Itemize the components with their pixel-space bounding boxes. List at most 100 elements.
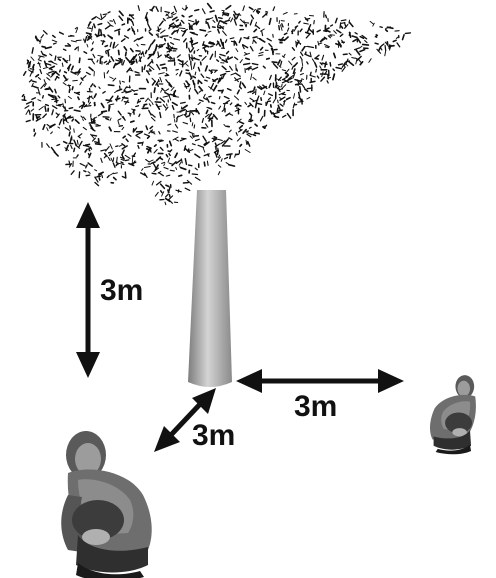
- foliage-speck: [25, 119, 31, 123]
- foliage-speck: [374, 42, 379, 45]
- foliage-speck: [203, 153, 210, 157]
- foliage-speck: [313, 20, 315, 25]
- foliage-speck: [55, 112, 59, 116]
- foliage-speck: [229, 154, 232, 160]
- foliage-speck: [233, 95, 240, 101]
- foliage-speck: [188, 53, 191, 61]
- foliage-speck: [340, 19, 347, 22]
- foliage-speck: [139, 172, 146, 177]
- foliage-speck: [155, 103, 161, 111]
- foliage-speck: [224, 138, 229, 144]
- foliage-speck: [162, 18, 166, 22]
- foliage-speck: [194, 8, 200, 12]
- foliage-speck: [85, 71, 91, 76]
- foliage-speck: [43, 60, 48, 68]
- foliage-speck: [266, 37, 272, 42]
- foliage-speck: [301, 59, 304, 67]
- foliage-speck: [359, 48, 366, 53]
- foliage-speck: [323, 30, 328, 33]
- foliage-speck: [188, 47, 191, 53]
- foliage-speck: [156, 63, 161, 71]
- foliage-speck: [196, 110, 200, 115]
- foliage-speck: [169, 41, 175, 45]
- foliage-speck: [244, 149, 251, 153]
- foliage-speck: [97, 54, 103, 57]
- foliage-speck: [249, 45, 254, 52]
- foliage-speck: [158, 139, 164, 143]
- crouching-person-near: [61, 431, 152, 578]
- foliage-speck: [158, 72, 165, 75]
- foliage-speck: [44, 103, 50, 107]
- foliage-speck: [340, 25, 344, 29]
- foliage-speck: [249, 19, 253, 26]
- foliage-speck: [262, 12, 268, 18]
- foliage-speck: [88, 152, 92, 159]
- foliage-speck: [115, 145, 119, 148]
- foliage-speck: [245, 130, 249, 133]
- foliage-speck: [145, 97, 149, 103]
- foliage-speck: [324, 14, 328, 19]
- foliage-speck: [291, 29, 294, 35]
- foliage-speck: [262, 126, 266, 129]
- foliage-speck: [188, 14, 193, 18]
- foliage-speck: [179, 101, 186, 104]
- foliage-speck: [306, 96, 311, 100]
- foliage-speck: [108, 150, 114, 157]
- foliage-speck: [401, 34, 405, 41]
- foliage-speck: [212, 19, 216, 23]
- foliage-speck: [252, 133, 257, 137]
- foliage-speck: [208, 112, 213, 118]
- foliage-speck: [29, 68, 35, 70]
- foliage-speck: [369, 20, 374, 25]
- foliage-speck: [153, 48, 157, 55]
- foliage-speck: [95, 124, 101, 127]
- foliage-speck: [85, 32, 92, 35]
- foliage-speck: [230, 17, 234, 23]
- foliage-speck: [105, 50, 107, 55]
- foliage-speck: [38, 106, 44, 111]
- foliage-speck: [333, 30, 337, 34]
- foliage-speck: [159, 157, 164, 161]
- foliage-speck: [100, 13, 103, 20]
- foliage-speck: [376, 48, 382, 54]
- foliage-speck: [220, 158, 223, 162]
- foliage-speck: [35, 115, 41, 119]
- foliage-speck: [24, 105, 30, 109]
- foliage-speck: [217, 154, 221, 158]
- foliage-speck: [149, 8, 154, 12]
- foliage-speck: [241, 44, 249, 49]
- foliage-speck: [357, 58, 362, 64]
- foliage-speck: [288, 74, 294, 80]
- foliage-speck: [359, 45, 363, 49]
- foliage-speck: [157, 78, 160, 83]
- foliage-speck: [205, 123, 209, 128]
- foliage-speck: [319, 62, 323, 66]
- foliage-speck: [334, 17, 338, 24]
- foliage-speck: [276, 107, 279, 113]
- foliage-speck: [197, 66, 201, 72]
- foliage-speck: [332, 68, 336, 72]
- foliage-speck: [207, 17, 214, 21]
- foliage-speck: [173, 113, 175, 119]
- foliage-speck: [125, 90, 132, 94]
- foliage-speck: [96, 59, 99, 63]
- foliage-speck: [244, 57, 251, 61]
- foliage-speck: [94, 176, 99, 183]
- foliage-speck: [35, 117, 42, 122]
- foliage-speck: [151, 172, 157, 175]
- foliage-speck: [260, 97, 263, 102]
- foliage-speck: [90, 127, 96, 132]
- foliage-speck: [27, 69, 33, 73]
- foliage-speck: [280, 24, 283, 31]
- foliage-speck: [121, 149, 125, 156]
- foliage-speck: [234, 72, 241, 77]
- foliage-speck: [137, 100, 142, 103]
- foliage-speck: [57, 58, 62, 62]
- foliage-speck: [186, 179, 193, 185]
- foliage-speck: [169, 149, 173, 153]
- foliage-speck: [121, 80, 125, 83]
- foliage-speck: [250, 73, 253, 81]
- foliage-speck: [169, 56, 173, 60]
- foliage-speck: [261, 30, 264, 37]
- foliage-speck: [109, 117, 112, 122]
